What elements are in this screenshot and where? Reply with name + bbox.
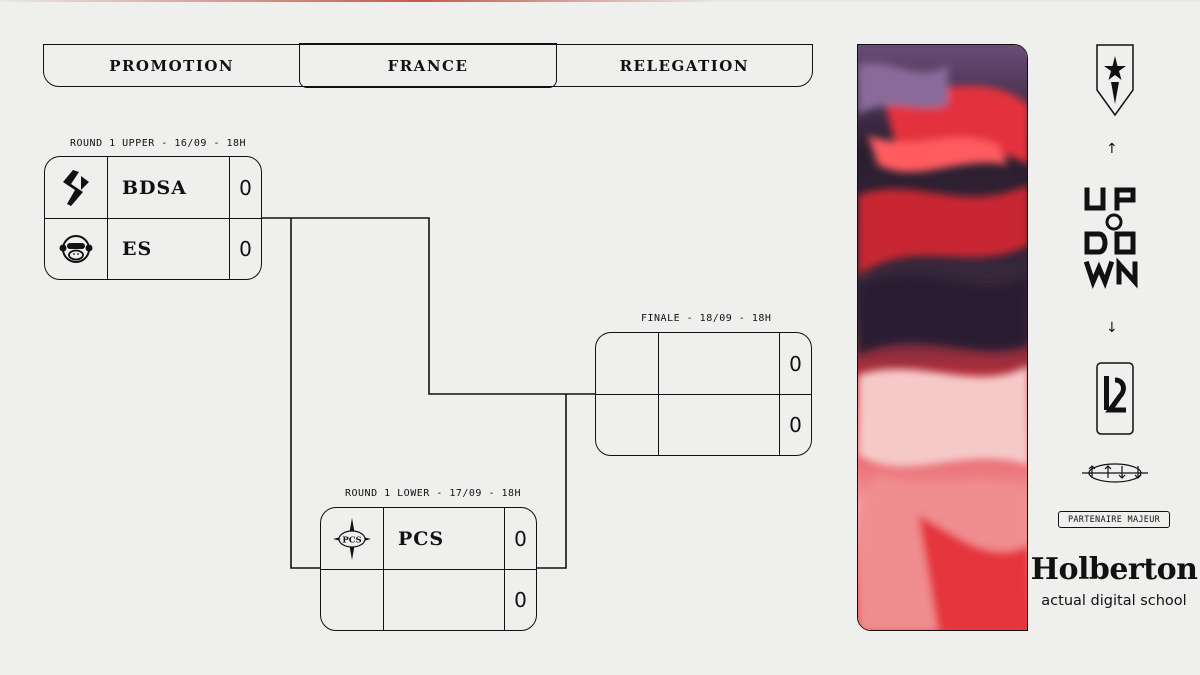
team-score: 0: [239, 237, 252, 261]
globe-arrows-icon: [1082, 463, 1148, 483]
team-score: 0: [789, 413, 802, 437]
match-row[interactable]: ES 0: [45, 219, 261, 279]
up-and-down-logo-icon: [1083, 187, 1138, 290]
match-row[interactable]: BDSA 0: [45, 157, 261, 219]
match-row[interactable]: 0: [596, 333, 811, 395]
team-name: PCS: [384, 508, 505, 569]
monkey-logo-icon: [45, 219, 108, 279]
division-2-badge-icon: [1096, 362, 1134, 435]
team-logo-placeholder: [596, 395, 659, 455]
match-row[interactable]: PCS PCS 0: [321, 508, 536, 570]
team-name: [659, 333, 780, 394]
tab-relegation[interactable]: RELEGATION: [619, 56, 750, 75]
match-round-1-lower[interactable]: PCS PCS 0 0: [320, 507, 537, 631]
arrow-up-icon: ↑: [1106, 141, 1118, 157]
team-name: BDSA: [108, 157, 230, 218]
team-score: 0: [789, 351, 802, 376]
finale-label: FINALE - 18/09 - 18H: [641, 313, 772, 324]
fluid-art-panel: [857, 44, 1028, 631]
match-row[interactable]: 0: [596, 395, 811, 455]
team-score: 0: [514, 526, 527, 551]
pcs-logo-icon: PCS: [321, 508, 384, 569]
team-logo-placeholder: [596, 333, 659, 394]
sponsor-tagline: actual digital school: [1041, 593, 1187, 609]
team-name: [384, 570, 505, 630]
partner-label: PARTENAIRE MAJEUR: [1058, 511, 1170, 528]
team-score: 0: [239, 175, 252, 200]
round-1-lower-label: ROUND 1 LOWER - 17/09 - 18H: [345, 488, 522, 499]
bdsa-logo-icon: [45, 157, 108, 218]
team-name: [659, 395, 780, 455]
team-score: 0: [514, 588, 527, 612]
match-row[interactable]: 0: [321, 570, 536, 630]
star-shield-icon: [1096, 44, 1134, 116]
tab-france[interactable]: FRANCE: [299, 43, 557, 88]
connector-lower-to-final: [537, 394, 567, 569]
tab-bar: PROMOTION FRANCE RELEGATION: [43, 43, 813, 88]
svg-text:PCS: PCS: [342, 535, 361, 545]
match-finale[interactable]: 0 0: [595, 332, 812, 456]
sponsor-logo-name: Holberton: [1030, 552, 1198, 587]
connector-upper-to-final: [262, 217, 595, 395]
team-name: ES: [108, 219, 230, 279]
tab-promotion[interactable]: PROMOTION: [109, 56, 235, 75]
connector-upper-to-lower: [290, 218, 320, 569]
match-round-1-upper[interactable]: BDSA 0 ES 0: [44, 156, 262, 280]
round-1-upper-label: ROUND 1 UPPER - 16/09 - 18H: [70, 138, 247, 149]
top-accent-line: [0, 0, 1200, 2]
team-logo-placeholder: [321, 570, 384, 630]
arrow-down-icon: ↓: [1106, 320, 1118, 336]
